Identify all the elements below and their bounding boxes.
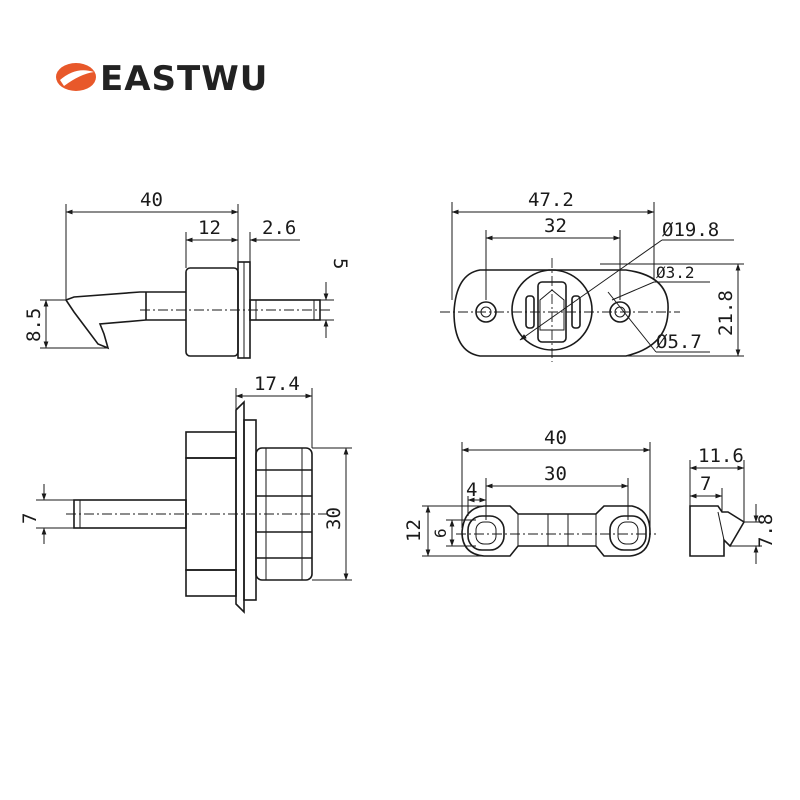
- dim-pin-dia-7: 7: [19, 513, 41, 524]
- dim-pin-dia-5: 5: [329, 258, 351, 269]
- dim-inner-7: 7: [700, 473, 711, 495]
- catch-body: [461, 505, 651, 557]
- dim-height-30: 30: [323, 507, 345, 530]
- dim-pin-2-6: 2.6: [262, 217, 296, 239]
- flange: [235, 400, 245, 614]
- dim-slot-30: 30: [544, 463, 567, 485]
- dim-length-47-2: 47.2: [528, 189, 574, 211]
- dim-dia-5-7: Ø5.7: [656, 331, 702, 353]
- catch-profile: [689, 505, 746, 557]
- dim-width-11-6: 11.6: [698, 445, 744, 467]
- lug-bottom: [185, 569, 237, 597]
- dim-width-17-4: 17.4: [254, 373, 300, 395]
- shaft-outline: [65, 291, 186, 350]
- dim-hook-8-5: 8.5: [23, 308, 45, 342]
- dim-holes-32: 32: [544, 215, 567, 237]
- dim-height-12: 12: [403, 519, 425, 542]
- brand-logo: EASTWU: [56, 59, 268, 99]
- catch-side-view: 11.6 7 7.8: [689, 445, 777, 564]
- end-view: 17.4 30 7: [19, 373, 352, 614]
- swoosh-logo-icon: [56, 63, 96, 91]
- top-view: 47.2 32 Ø19.8 Ø3.2 Ø5.7 21.8: [440, 189, 744, 362]
- dim-height-7-8: 7.8: [755, 514, 777, 548]
- dim-length-40-catch: 40: [544, 427, 567, 449]
- dim-length-40: 40: [140, 189, 163, 211]
- brand-name: EASTWU: [100, 59, 268, 99]
- lug-top: [185, 431, 237, 459]
- dim-dia-3-2: Ø3.2: [656, 263, 695, 282]
- side-view: 40 12 2.6 5 8.5: [23, 189, 351, 359]
- catch-front-view: 40 30 4 12 6: [403, 427, 656, 557]
- dim-edge-4: 4: [466, 479, 477, 501]
- dim-dia-19-8: Ø19.8: [662, 219, 719, 241]
- dim-height-21-8: 21.8: [715, 290, 737, 336]
- dim-head-12: 12: [198, 217, 221, 239]
- head-body: [185, 267, 239, 357]
- dim-inner-6: 6: [431, 528, 450, 538]
